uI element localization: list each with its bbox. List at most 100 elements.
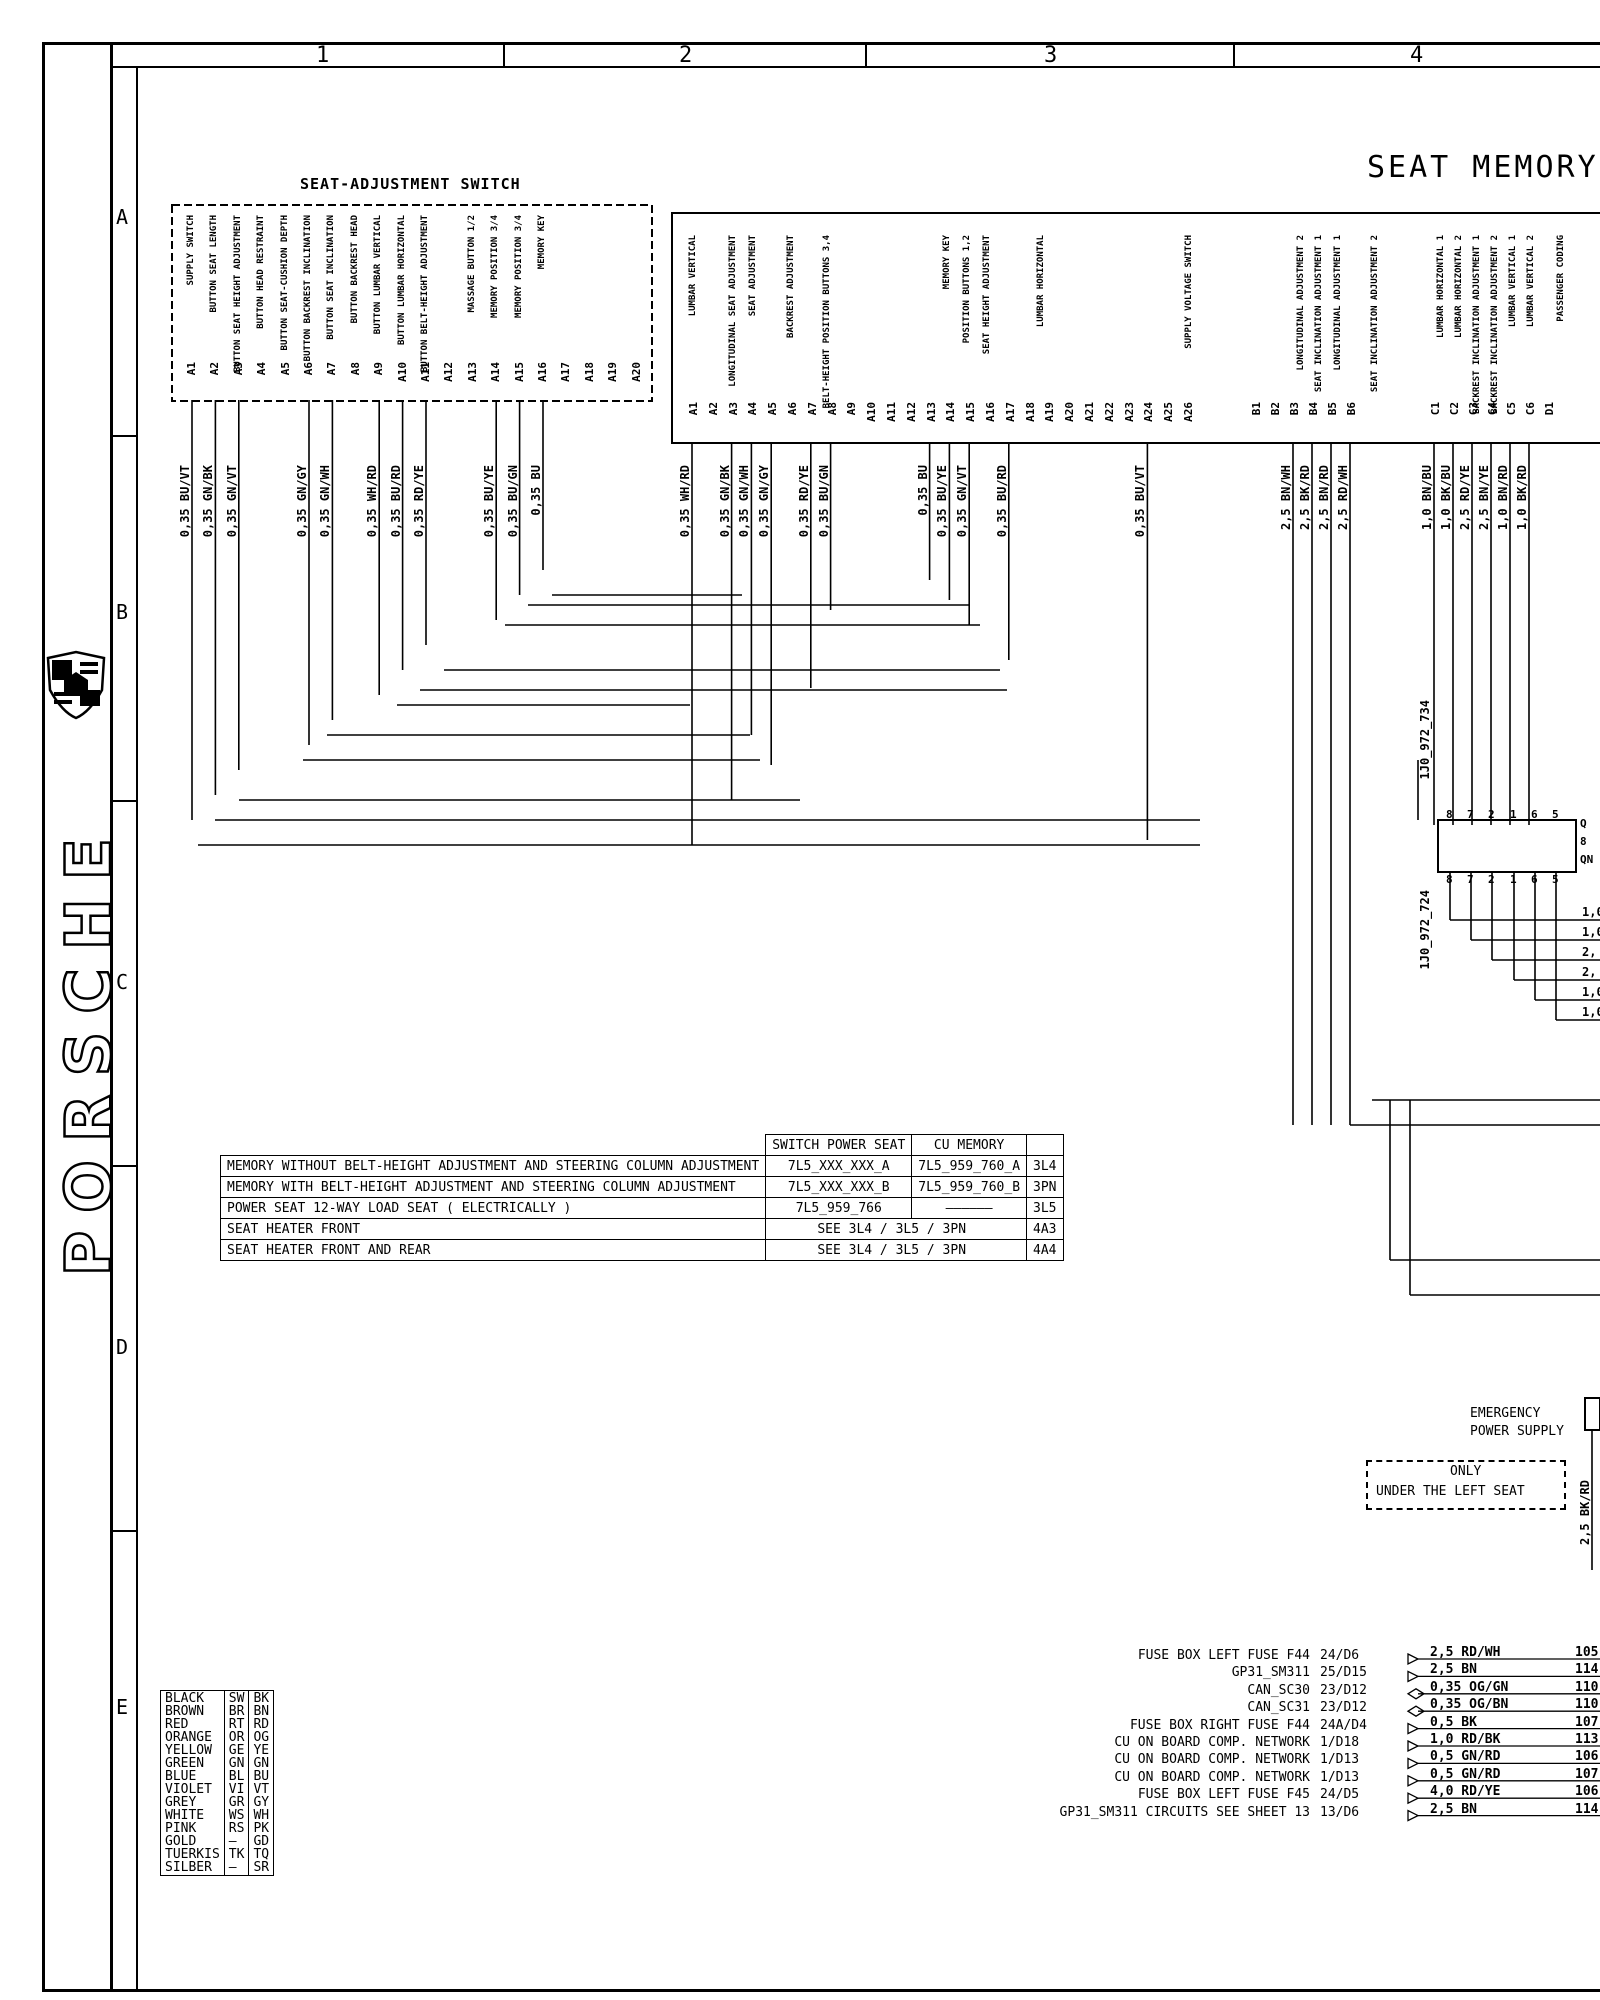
row-tick-4 bbox=[110, 1530, 136, 1532]
cu-pin-label: A20 bbox=[1063, 402, 1077, 422]
cu-pin-label: A2 bbox=[706, 402, 720, 416]
cu-pin-label: A22 bbox=[1102, 402, 1116, 422]
signal-ref: 25/D15 bbox=[1320, 1665, 1367, 1681]
cu-pin-label: A9 bbox=[845, 402, 859, 416]
color-name: GOLD bbox=[165, 1834, 197, 1849]
drawing-frame bbox=[42, 42, 1600, 1992]
switch-function-label: MEMORY KEY bbox=[537, 215, 547, 270]
cu-pin-label: A7 bbox=[805, 402, 819, 416]
column-label-3: 3 bbox=[1044, 43, 1058, 68]
color-german: — bbox=[228, 1860, 237, 1875]
table-row: POWER SEAT 12-WAY LOAD SEAT ( ELECTRICAL… bbox=[219, 1197, 1064, 1219]
signal-ref: 24A/D4 bbox=[1320, 1717, 1367, 1733]
signal-number: 107 bbox=[1575, 1766, 1599, 1782]
signal-ref: 1/D13 bbox=[1320, 1769, 1360, 1785]
color-code: OG bbox=[253, 1730, 270, 1745]
switch-title: SEAT-ADJUSTMENT SWITCH bbox=[300, 175, 521, 193]
row-tick-2 bbox=[110, 800, 136, 802]
signal-number: 110 bbox=[1575, 1697, 1599, 1713]
c-wire-label: 2,5 BN/YE bbox=[1477, 465, 1491, 531]
switch-wire-label: 0,35 BU/RD bbox=[388, 465, 403, 538]
color-german: TK bbox=[228, 1847, 245, 1862]
color-german: GN bbox=[228, 1756, 245, 1771]
cu-pin-label: A17 bbox=[1003, 402, 1017, 422]
c-wire-label: 1,0 BN/RD bbox=[1496, 465, 1510, 531]
color-code: GY bbox=[253, 1795, 270, 1810]
cu-pin-label: C6 bbox=[1524, 402, 1537, 416]
cu-wire-label: 0,35 BU/RD bbox=[994, 465, 1009, 538]
cu-function-label: LONGITUDINAL ADJUSTMENT 2 bbox=[1296, 235, 1306, 371]
switch-function-label: BUTTON HEAD RESTRAINT bbox=[256, 215, 267, 329]
signal-wire: 0,5 GN/RD bbox=[1430, 1766, 1501, 1782]
connector-out-label: 1,0 bbox=[1582, 985, 1600, 999]
cu-pin-label: A23 bbox=[1122, 402, 1136, 422]
cu-pin-label: B6 bbox=[1345, 402, 1358, 416]
row-tick-1 bbox=[110, 435, 136, 437]
cu-pin-label: C2 bbox=[1448, 402, 1461, 416]
c-wire-label: 2,5 RD/YE bbox=[1458, 465, 1472, 531]
variant-code: 4A3 bbox=[1026, 1218, 1064, 1240]
connector-pin-top: 6 bbox=[1531, 808, 1538, 821]
cu-wire-label: 0,35 BU/VT bbox=[1133, 465, 1148, 538]
row-label-d: D bbox=[116, 1335, 129, 1359]
color-german: VI bbox=[228, 1782, 245, 1797]
row-label-a: A bbox=[116, 205, 129, 229]
cu-pin-label: A19 bbox=[1043, 402, 1057, 422]
signal-wire: 0,35 OG/GN bbox=[1430, 1679, 1509, 1695]
switch-wire-label: 0,35 WH/RD bbox=[365, 465, 380, 538]
variant-desc: SEAT HEATER FRONT AND REAR bbox=[219, 1239, 767, 1261]
connector-out-label: 2, bbox=[1582, 945, 1597, 959]
cu-pin-label: A25 bbox=[1162, 402, 1176, 422]
connector-lower-part-number: 1J0_972_724 bbox=[1418, 890, 1432, 970]
color-code: GN bbox=[253, 1756, 270, 1771]
signal-number: 114 bbox=[1575, 1801, 1599, 1817]
connector-pin-top: 2 bbox=[1488, 808, 1495, 821]
variant-switch: 7L5_XXX_XXX_A bbox=[765, 1155, 913, 1177]
connector-pin-bottom: 2 bbox=[1488, 873, 1495, 886]
signal-source: FUSE BOX LEFT FUSE F44 bbox=[1137, 1648, 1310, 1663]
variant-switch: 7L5_XXX_XXX_B bbox=[765, 1176, 913, 1198]
color-code: PK bbox=[253, 1821, 270, 1836]
color-name: PINK bbox=[165, 1821, 197, 1836]
variant-cu: 7L5_959_760_A bbox=[911, 1155, 1028, 1177]
color-name: BLACK bbox=[165, 1691, 205, 1706]
column-label-4: 4 bbox=[1410, 43, 1424, 68]
connector-pin-bottom: 8 bbox=[1446, 873, 1453, 886]
switch-function-label: SUPPLY SWITCH bbox=[186, 215, 196, 286]
emergency-label-1: EMERGENCY bbox=[1470, 1406, 1541, 1421]
switch-wire-label: 0,35 BU bbox=[529, 465, 543, 516]
switch-wire-label: 0,35 GN/WH bbox=[318, 465, 333, 538]
switch-function-label: MEMORY POSITION 3/4 bbox=[490, 215, 501, 318]
color-name: GREY bbox=[165, 1795, 197, 1810]
color-name: TUERKIS bbox=[165, 1847, 220, 1862]
switch-pin-label: A14 bbox=[489, 362, 503, 382]
color-code: VT bbox=[253, 1782, 270, 1797]
switch-function-label: MEMORY POSITION 3/4 bbox=[513, 215, 524, 318]
variant-code: 3PN bbox=[1026, 1176, 1064, 1198]
switch-function-label: BUTTON SEAT-CUSHION DEPTH bbox=[279, 215, 290, 351]
cu-function-label: SUPPLY VOLTAGE SWITCH bbox=[1184, 235, 1194, 349]
cu-pin-label: A18 bbox=[1023, 402, 1037, 422]
switch-wire-label: 0,35 GN/BK bbox=[201, 465, 216, 538]
signal-ref: 23/D12 bbox=[1320, 1700, 1367, 1716]
signal-source: CAN_SC30 bbox=[1247, 1682, 1310, 1698]
table-row: MEMORY WITH BELT-HEIGHT ADJUSTMENT AND S… bbox=[219, 1176, 1064, 1198]
color-name: SILBER bbox=[165, 1860, 212, 1875]
switch-function-label: MASSAGE BUTTON 1/2 bbox=[466, 215, 477, 313]
variant-see: SEE 3L4 / 3L5 / 3PN bbox=[765, 1218, 1028, 1240]
page-title: SEAT MEMORY bbox=[1367, 150, 1599, 185]
color-german: WS bbox=[228, 1808, 245, 1823]
variant-table: SWITCH POWER SEAT CU MEMORY MEMORY WITHO… bbox=[219, 1134, 1064, 1261]
signal-source: GP31_SM311 CIRCUITS SEE SHEET 13 bbox=[1059, 1804, 1310, 1820]
title-strip-border bbox=[110, 42, 113, 1992]
signal-arrow bbox=[1407, 1652, 1420, 1666]
connector-pin-bottom: 6 bbox=[1531, 873, 1538, 886]
emergency-connector bbox=[1584, 1397, 1600, 1431]
color-name: BLUE bbox=[165, 1769, 197, 1784]
color-code: BK bbox=[253, 1691, 270, 1706]
cu-pin-label: B5 bbox=[1326, 402, 1339, 416]
signal-number: 106 bbox=[1575, 1784, 1599, 1800]
row-label-e: E bbox=[116, 1695, 129, 1719]
